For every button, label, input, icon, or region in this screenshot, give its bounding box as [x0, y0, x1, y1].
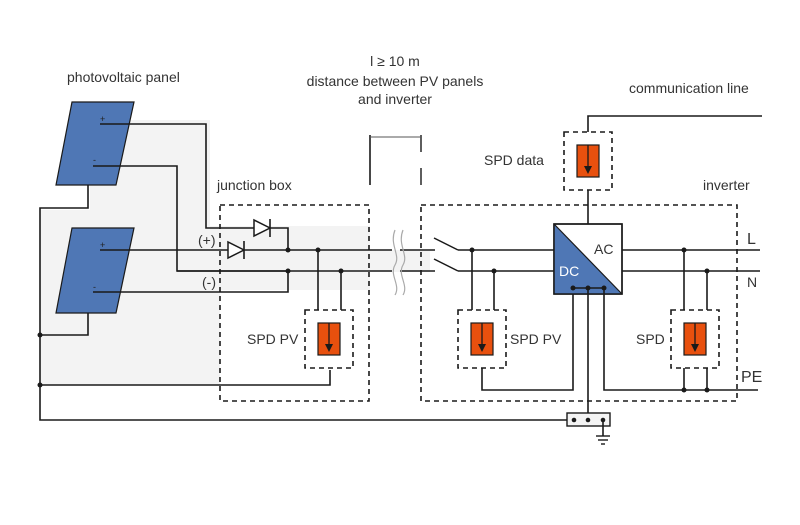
pe-line: [603, 288, 758, 391]
dc-label: DC: [559, 263, 579, 279]
distance-label-2: distance between PV panels: [307, 73, 484, 89]
arrow-down-icon: [584, 166, 592, 174]
pv-panel-label: photovoltaic panel: [67, 69, 180, 85]
spd-data: SPD data: [484, 115, 762, 224]
pv-wiring-area: [40, 120, 370, 385]
distance-marker: [369, 135, 422, 185]
panel-minus-label: -: [93, 155, 96, 165]
spd-ac-label: SPD: [636, 331, 665, 347]
distance-label-1: l ≥ 10 m: [370, 53, 420, 69]
junction-box-label: junction box: [216, 177, 292, 193]
spd-ac: SPD: [636, 250, 720, 390]
junction-box: [219, 204, 370, 402]
spd-pv-junction-label: SPD PV: [247, 331, 299, 347]
spd-pv-inverter: SPD PV: [457, 250, 574, 391]
distance-label-3: and inverter: [358, 91, 432, 107]
arrow-down-icon: [325, 344, 333, 352]
panel-plus-label: +: [100, 240, 105, 250]
pv-panel-top: + -: [55, 101, 135, 186]
cable-break-marks: [392, 229, 406, 296]
junction-dot: [37, 332, 43, 338]
earth-ground-icon: [596, 435, 610, 445]
ac-label: AC: [594, 241, 613, 257]
minus-terminal-label: (-): [202, 274, 216, 290]
panel-minus-label: -: [93, 282, 96, 292]
arrow-down-icon: [478, 344, 486, 352]
cable-run-area: [370, 250, 430, 272]
plus-terminal-label: (+): [198, 232, 216, 248]
junction-dot: [37, 382, 43, 388]
line-PE-label: PE: [741, 369, 762, 386]
arrow-down-icon: [691, 344, 699, 352]
line-L-label: L: [747, 231, 756, 248]
spd-data-label: SPD data: [484, 152, 544, 168]
spd-pv-inverter-label: SPD PV: [510, 331, 562, 347]
diode-top: [253, 218, 289, 250]
ground-bar: [566, 412, 611, 436]
inverter-dc-ac-block: AC DC: [553, 223, 623, 295]
panel-plus-label: +: [100, 114, 105, 124]
line-N-label: N: [747, 274, 757, 290]
communication-line-label: communication line: [629, 80, 749, 96]
inverter-label: inverter: [703, 177, 750, 193]
dc-disconnect-switch: [433, 237, 459, 272]
inverter-box: [420, 204, 738, 402]
spd-pv-junction: SPD PV: [247, 250, 354, 369]
